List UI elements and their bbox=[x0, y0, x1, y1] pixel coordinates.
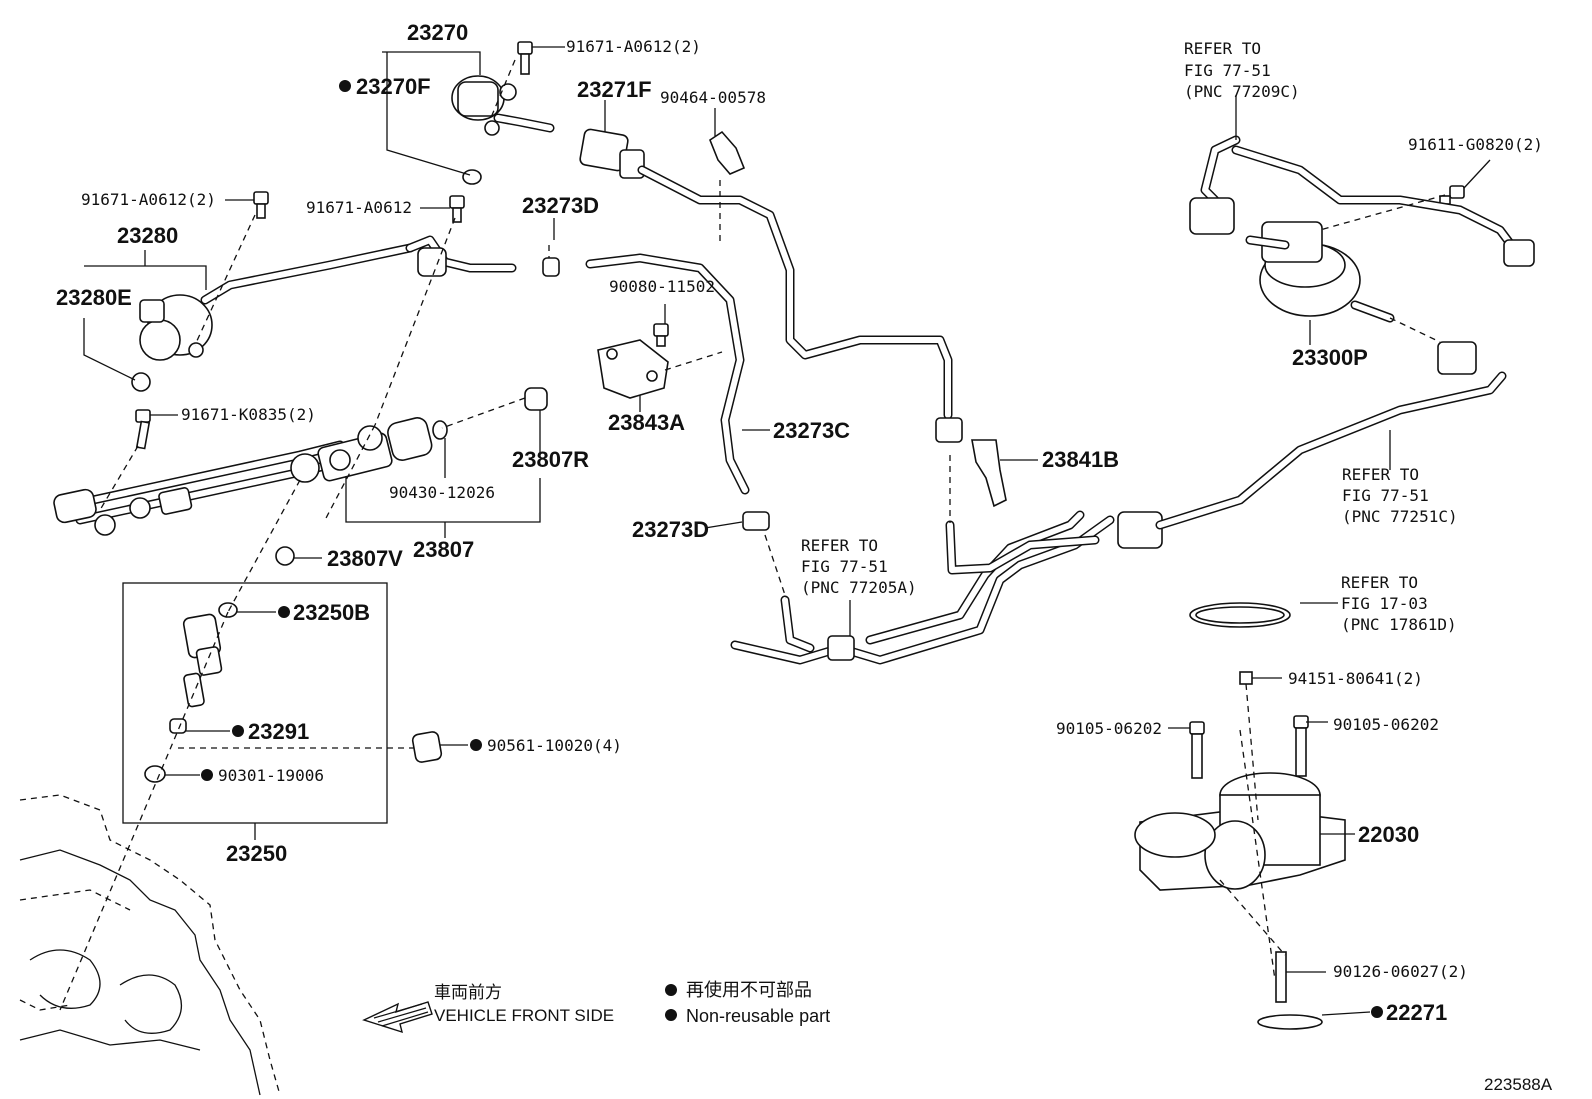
label-23280E: 23280E bbox=[56, 285, 132, 310]
svg-text:FIG 17-03: FIG 17-03 bbox=[1341, 594, 1428, 613]
label-91671-k0835-2: 91671-K0835(2) bbox=[181, 405, 316, 424]
bolts bbox=[135, 41, 1465, 1003]
label-23273C: 23273C bbox=[773, 418, 850, 443]
label-23271F: 23271F bbox=[577, 77, 652, 102]
label-22030: 22030 bbox=[1358, 822, 1419, 847]
svg-text:FIG 77-51: FIG 77-51 bbox=[1342, 486, 1429, 505]
label-23300P: 23300P bbox=[1292, 345, 1368, 370]
svg-text:REFER TO: REFER TO bbox=[1342, 465, 1419, 484]
svg-text:(PNC 77251C): (PNC 77251C) bbox=[1342, 507, 1458, 526]
label-90080-11502: 90080-11502 bbox=[609, 277, 715, 296]
svg-text:REFER TO: REFER TO bbox=[1341, 573, 1418, 592]
svg-text:(PNC 17861D): (PNC 17861D) bbox=[1341, 615, 1457, 634]
assembly-lines bbox=[59, 59, 1446, 1011]
legend-nonreuse-en: Non-reusable part bbox=[686, 1006, 830, 1026]
refer-note-77251c: REFER TO FIG 77-51 (PNC 77251C) bbox=[1342, 465, 1458, 526]
legend-front-jp: 車両前方 bbox=[434, 983, 502, 1002]
label-23273D-top: 23273D bbox=[522, 193, 599, 218]
fuel-lines-lower bbox=[730, 341, 1507, 665]
refer-notes: REFER TO FIG 77-51 (PNC 77209C) REFER TO… bbox=[801, 39, 1458, 634]
svg-text:FIG 77-51: FIG 77-51 bbox=[1184, 61, 1271, 80]
svg-text:(PNC 77205A): (PNC 77205A) bbox=[801, 578, 917, 597]
label-23807: 23807 bbox=[413, 537, 474, 562]
label-94151-80641-2: 94151-80641(2) bbox=[1288, 669, 1423, 688]
hose-23273C bbox=[585, 253, 750, 495]
figure-id: 223588A bbox=[1484, 1075, 1553, 1094]
part-labels: 23270 23270F 91671-A0612(2) 23271F 90464… bbox=[56, 20, 1543, 1025]
refer-note-77205a: REFER TO FIG 77-51 (PNC 77205A) bbox=[801, 536, 917, 597]
refer-note-17861d: REFER TO FIG 17-03 (PNC 17861D) bbox=[1341, 573, 1457, 634]
label-90105-06202-left: 90105-06202 bbox=[1056, 719, 1162, 738]
small-parts bbox=[144, 257, 1253, 783]
pressure-damper-23280 bbox=[131, 235, 517, 392]
svg-text:REFER TO: REFER TO bbox=[801, 536, 878, 555]
svg-text:FIG 77-51: FIG 77-51 bbox=[801, 557, 888, 576]
label-91671-a0612-2-left: 91671-A0612(2) bbox=[81, 190, 216, 209]
label-23291: 23291 bbox=[248, 719, 309, 744]
leader-lines bbox=[83, 46, 1491, 1016]
label-23843A: 23843A bbox=[608, 410, 685, 435]
label-23807R: 23807R bbox=[512, 447, 589, 472]
purge-valve-23300P bbox=[1189, 135, 1535, 323]
fuel-rail bbox=[53, 417, 433, 536]
refer-note-77209c: REFER TO FIG 77-51 (PNC 77209C) bbox=[1184, 39, 1300, 101]
label-90301-19006: 90301-19006 bbox=[218, 766, 324, 785]
label-90126-06027-2: 90126-06027(2) bbox=[1333, 962, 1468, 981]
bracket-23843A bbox=[597, 339, 669, 399]
label-91671-a0612: 91671-A0612 bbox=[306, 198, 412, 217]
label-23807V: 23807V bbox=[327, 546, 403, 571]
label-90105-06202-right: 90105-06202 bbox=[1333, 715, 1439, 734]
engine-block-outline bbox=[19, 794, 281, 1096]
label-91671-a0612-2-top: 91671-A0612(2) bbox=[566, 37, 701, 56]
label-90430-12026: 90430-12026 bbox=[389, 483, 495, 502]
pulsation-damper-23270 bbox=[451, 75, 555, 185]
label-23250B: 23250B bbox=[293, 600, 370, 625]
legend-front-en: VEHICLE FRONT SIDE bbox=[434, 1006, 614, 1025]
label-22271: 22271 bbox=[1386, 1000, 1447, 1025]
label-23270F: 23270F bbox=[356, 74, 431, 99]
throttle-body-22030 bbox=[1134, 602, 1346, 1030]
label-23250: 23250 bbox=[226, 841, 287, 866]
legend: 車両前方 VEHICLE FRONT SIDE 再使用不可部品 Non-reus… bbox=[434, 980, 830, 1026]
label-91611-g0820-2: 91611-G0820(2) bbox=[1408, 135, 1543, 154]
hose-23271F bbox=[579, 128, 963, 443]
non-reusable-bullets bbox=[201, 80, 1383, 1021]
vehicle-front-arrow-icon bbox=[362, 1001, 433, 1034]
injector-23250 bbox=[122, 582, 388, 824]
legend-nonreuse-jp: 再使用不可部品 bbox=[686, 980, 812, 1000]
clamp-23841B bbox=[971, 439, 1007, 508]
label-23841B: 23841B bbox=[1042, 447, 1119, 472]
label-23270: 23270 bbox=[407, 20, 468, 45]
label-90561-10020-4: 90561-10020(4) bbox=[487, 736, 622, 755]
svg-text:(PNC 77209C): (PNC 77209C) bbox=[1184, 82, 1300, 101]
label-23273D-mid: 23273D bbox=[632, 517, 709, 542]
label-90464-00578: 90464-00578 bbox=[660, 88, 766, 107]
label-23280: 23280 bbox=[117, 223, 178, 248]
svg-text:REFER TO: REFER TO bbox=[1184, 39, 1261, 58]
